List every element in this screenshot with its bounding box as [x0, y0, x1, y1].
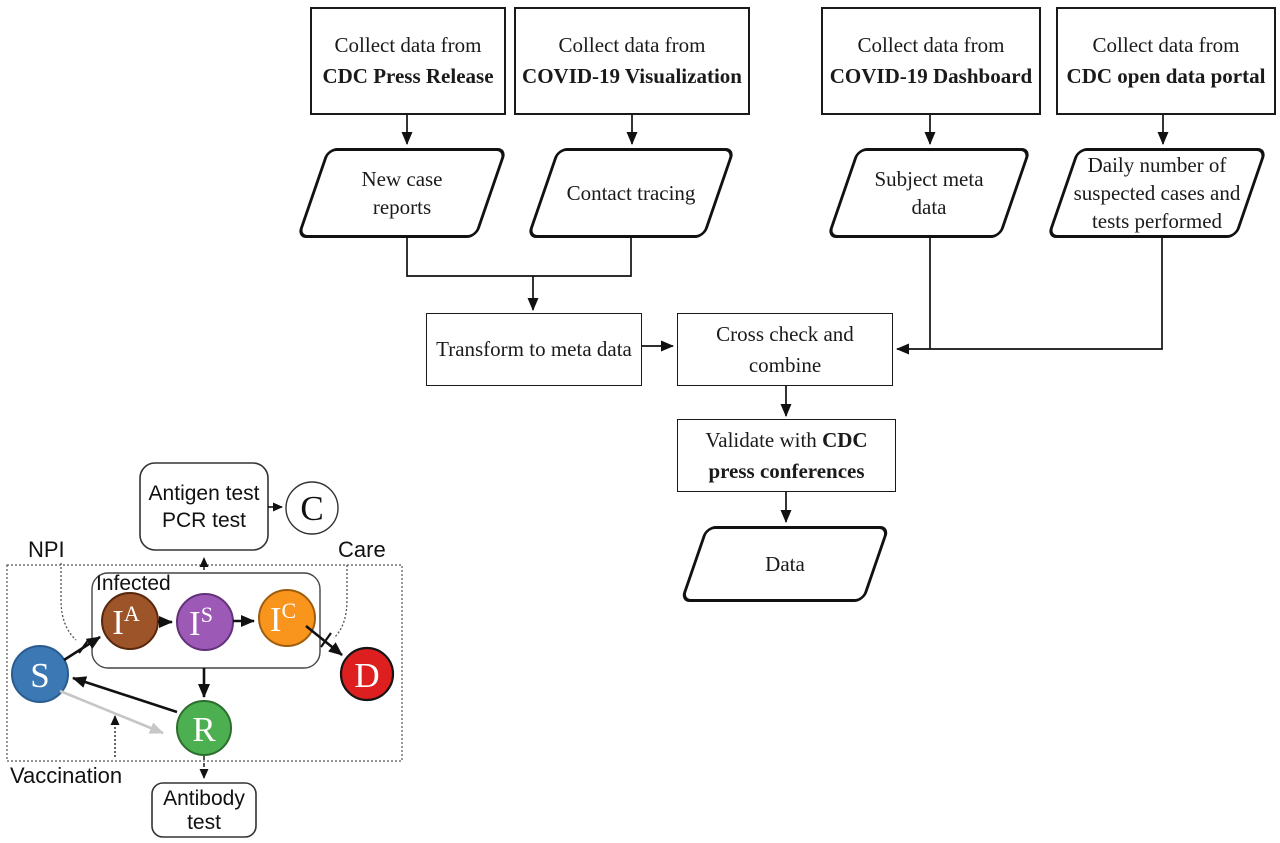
source-box-cdc-open-data-portal: Collect data from CDC open data portal	[1056, 7, 1276, 115]
source-box-covid19-visualization: Collect data from COVID-19 Visualization	[514, 7, 750, 115]
compartment-ia-letter: IA	[112, 601, 140, 642]
compartment-r-letter: R	[192, 710, 216, 749]
compartment-r-circle	[176, 700, 232, 756]
arrow-ic-to-d	[305, 624, 343, 657]
dataset-parallelogram-new-case-reports: New case reports	[296, 148, 508, 238]
merge-line-left	[406, 238, 632, 277]
antigen-pcr-test-box	[139, 462, 269, 551]
infected-label: Infected	[96, 572, 171, 595]
compartment-d-circle	[339, 646, 395, 702]
antigen-test-label: Antigen test	[149, 482, 260, 505]
dataset-label: Subject meta data	[874, 167, 984, 219]
compartment-s-circle	[11, 645, 69, 703]
source-box-name: COVID-19 Dashboard	[829, 64, 1033, 88]
compartment-d-letter: D	[354, 656, 379, 695]
validate-bold-cdc: CDC	[822, 427, 868, 452]
care-label: Care	[338, 537, 386, 562]
dataset-label: Daily number of suspected cases and test…	[1073, 153, 1241, 233]
antibody-label-line1: Antibody	[163, 787, 245, 810]
source-box-prefix: Collect data from	[334, 33, 482, 57]
output-parallelogram-data: Data	[679, 526, 891, 602]
dataset-label: New case reports	[361, 167, 443, 219]
source-box-prefix: Collect data from	[558, 33, 706, 57]
npi-inhibition-line	[60, 563, 77, 641]
infected-group-box	[91, 572, 321, 669]
source-box-name: CDC Press Release	[322, 64, 494, 88]
antibody-label-line2: test	[187, 811, 221, 834]
compartment-model: NPI Care Vaccination Antigen test PCR te…	[6, 462, 403, 838]
npi-inhibition-tick	[78, 638, 90, 654]
source-box-name: COVID-19 Visualization	[522, 64, 742, 88]
validate-prefix: Validate with	[705, 427, 817, 452]
compartment-s-letter: S	[30, 656, 49, 695]
pcr-test-label: PCR test	[162, 509, 246, 532]
compartment-is-letter: IS	[189, 602, 213, 643]
care-inhibition-tick	[320, 632, 332, 648]
care-inhibition-line	[333, 565, 348, 639]
compartment-ic-letter: IC	[270, 598, 296, 639]
process-box-transform: Transform to meta data	[426, 313, 642, 386]
source-box-prefix: Collect data from	[1092, 33, 1240, 57]
source-box-prefix: Collect data from	[857, 33, 1005, 57]
npi-label: NPI	[28, 537, 65, 562]
validate-bold-line2: press conferences	[708, 458, 865, 483]
source-box-covid19-dashboard: Collect data from COVID-19 Dashboard	[821, 7, 1041, 115]
antibody-test-box	[151, 782, 257, 838]
dataset-label: Contact tracing	[566, 181, 696, 205]
vaccination-label: Vaccination	[10, 763, 122, 788]
process-label: Transform to meta data	[436, 337, 632, 361]
arrow-merge-to-crosscheck	[896, 238, 1163, 355]
dataset-parallelogram-contact-tracing: Contact tracing	[526, 148, 736, 238]
output-label: Data	[765, 552, 805, 576]
process-label-line2: combine	[748, 352, 822, 377]
process-box-cross-check: Cross check and combine	[677, 313, 893, 386]
dataset-parallelogram-daily-suspected-cases: Daily number of suspected cases and test…	[1046, 148, 1268, 238]
process-box-validate: Validate with CDC press conferences	[677, 419, 896, 492]
arrow-r-to-s	[72, 676, 178, 714]
source-box-cdc-press-release: Collect data from CDC Press Release	[310, 7, 506, 115]
compartment-ic-circle	[258, 589, 316, 647]
compartment-c-circle	[285, 481, 339, 535]
source-box-name: CDC open data portal	[1066, 64, 1266, 88]
arrow-s-to-r-gray	[59, 689, 164, 735]
process-label-line1: Cross check and	[716, 321, 854, 346]
compartment-c-letter: C	[300, 489, 323, 528]
dataset-parallelogram-subject-meta-data: Subject meta data	[826, 148, 1032, 238]
